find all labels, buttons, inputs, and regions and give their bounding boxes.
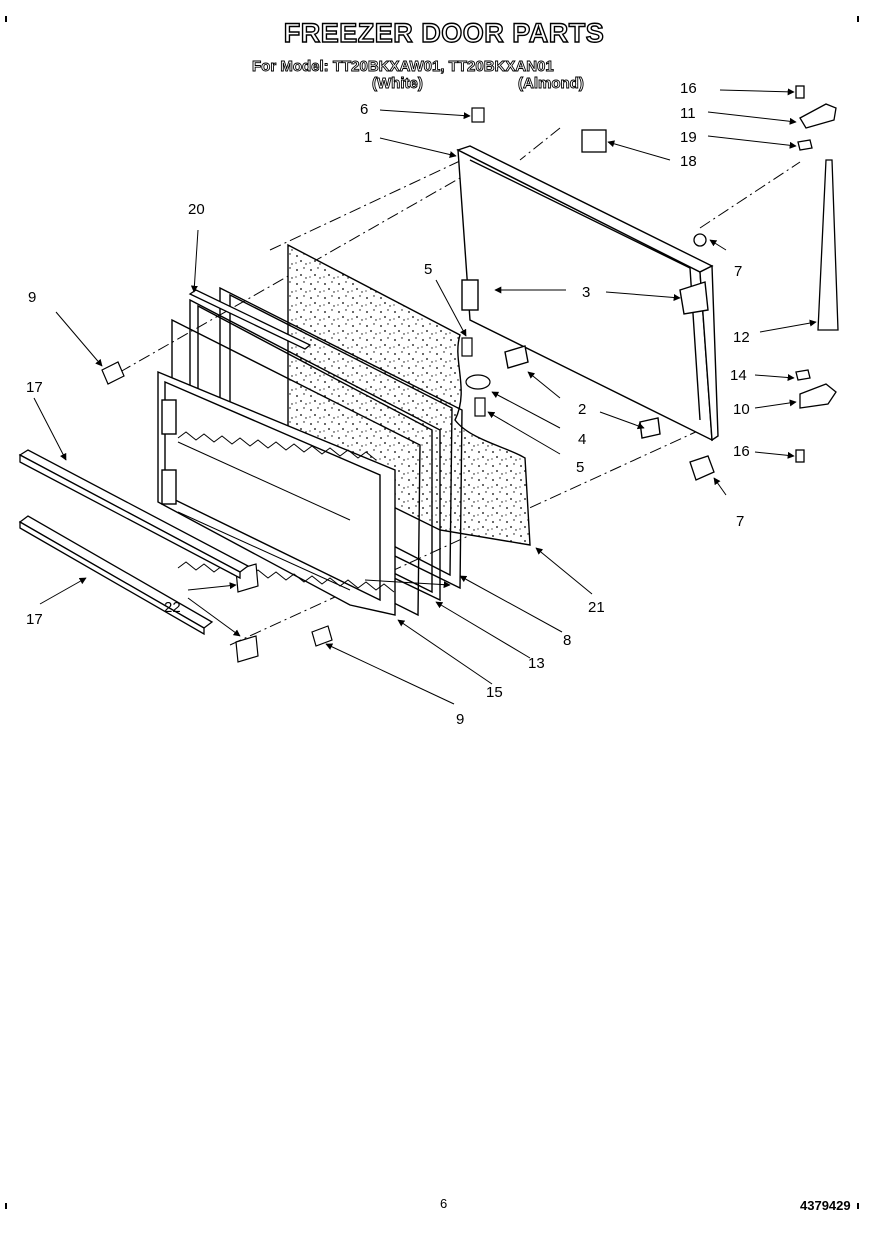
variant-almond: (Almond) (518, 75, 585, 93)
leader-lines (33, 88, 817, 705)
callout-7b: 7 (736, 513, 744, 530)
hinge-assembly (581, 85, 839, 481)
callout-8: 8 (563, 632, 571, 649)
callout-4: 4 (578, 431, 586, 448)
corner-marks (5, 16, 859, 1209)
callout-18: 18 (680, 153, 697, 170)
callout-11: 11 (680, 105, 696, 122)
page-title: FREEZER DOOR PARTS (283, 17, 605, 48)
callout-6: 6 (360, 101, 368, 118)
callout-21: 21 (588, 599, 605, 616)
callout-9a: 9 (28, 289, 36, 306)
callout-9b: 9 (456, 711, 464, 728)
callout-13: 13 (528, 655, 545, 672)
callout-3: 3 (582, 284, 590, 301)
document-number: 4379429 (800, 1198, 851, 1213)
alignment-lines (119, 127, 801, 646)
callout-labels: 1 2 3 4 5 5 6 7 7 8 9 9 10 11 12 13 14 1… (26, 80, 750, 728)
callout-15: 15 (486, 684, 503, 701)
callout-22: 22 (164, 599, 181, 616)
model-line: For Model: TT20BKXAW01, TT20BKXAN01 (252, 58, 555, 76)
callout-12: 12 (733, 329, 750, 346)
liner-shelf-ribs (177, 431, 395, 593)
trim-strips (18, 289, 312, 636)
callout-2: 2 (578, 401, 586, 418)
callout-16b: 16 (733, 443, 750, 460)
callout-16a: 16 (680, 80, 697, 97)
inner-door-panel (456, 145, 719, 442)
callout-19: 19 (680, 129, 697, 146)
variant-white: (White) (372, 75, 424, 93)
callout-20: 20 (188, 201, 205, 218)
callout-7a: 7 (734, 263, 742, 280)
callout-17a: 17 (26, 379, 43, 396)
page-number: 6 (440, 1196, 448, 1211)
callout-5a: 5 (424, 261, 432, 278)
callout-14: 14 (730, 367, 747, 384)
outer-door-liner (157, 370, 396, 616)
callout-17b: 17 (26, 611, 43, 628)
callout-10: 10 (733, 401, 750, 418)
callout-5b: 5 (576, 459, 584, 476)
callout-1: 1 (364, 129, 372, 146)
